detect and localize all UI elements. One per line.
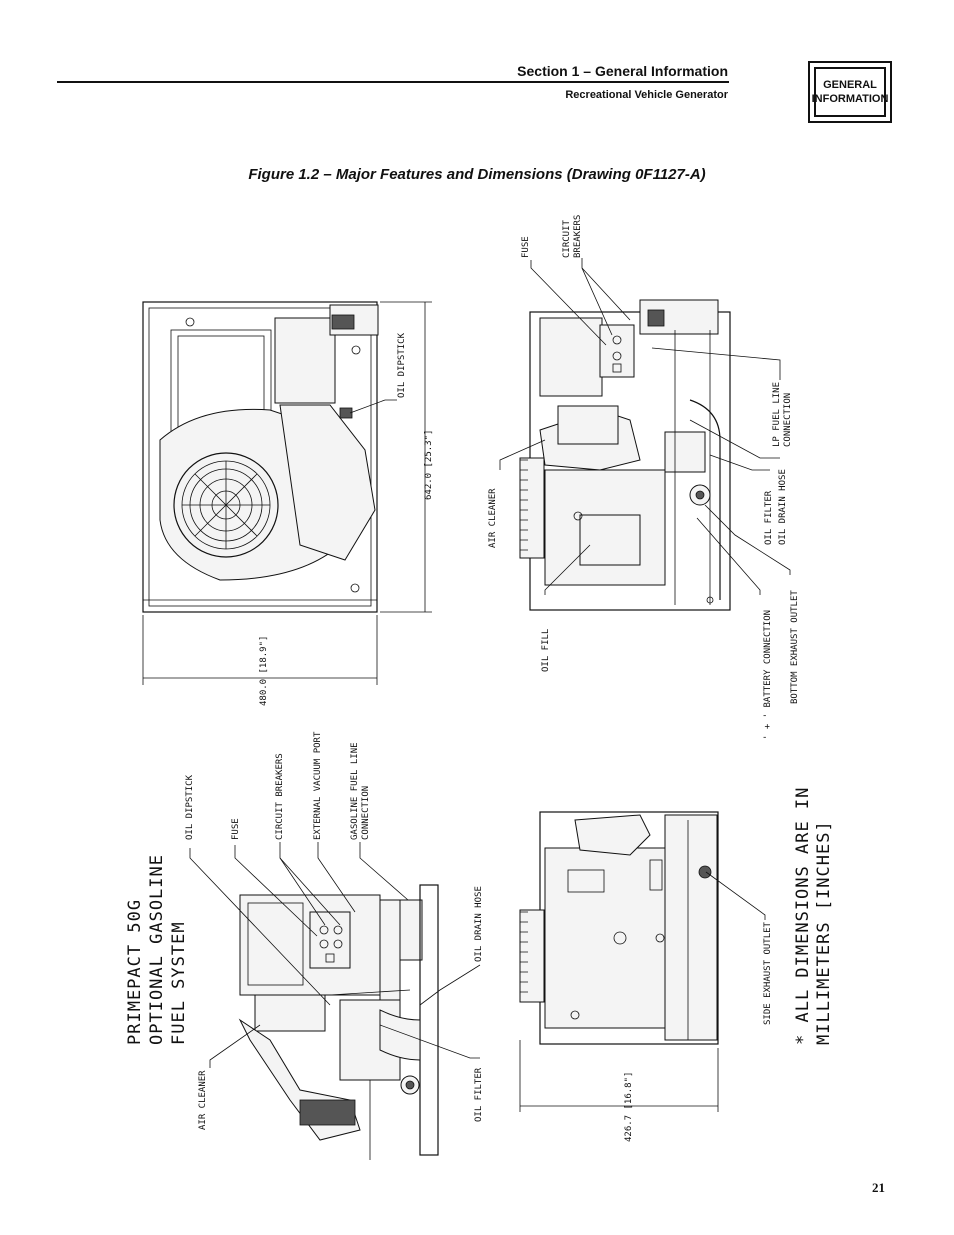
section-tab: GENERAL INFORMATION — [808, 61, 892, 123]
label-oil-dipstick-bl: OIL DIPSTICK — [185, 774, 195, 840]
label-air-cleaner-tr: AIR CLEANER — [488, 488, 498, 548]
dim-width: 480.0 [18.9"] — [259, 636, 269, 706]
label-external-vacuum: EXTERNAL VACUUM PORT — [313, 731, 323, 840]
figure-caption: Figure 1.2 – Major Features and Dimensio… — [248, 166, 706, 183]
tab-label-line2: INFORMATION — [811, 93, 889, 105]
title-line3: FUEL SYSTEM — [169, 921, 189, 1045]
dimensions-note-line1: * ALL DIMENSIONS ARE IN — [793, 787, 813, 1045]
label-oil-dipstick-tl: OIL DIPSTICK — [397, 332, 407, 398]
label-circuit-2-tr: BREAKERS — [573, 215, 583, 258]
header-rule — [57, 81, 729, 83]
bottom-left-view: PRIMEPACT 50G OPTIONAL GASOLINE FUEL SYS… — [125, 731, 484, 1160]
label-gasoline-fuel-2: CONNECTION — [361, 786, 371, 840]
label-fuse-bl: FUSE — [231, 818, 241, 840]
label-circuit-1-tr: CIRCUIT — [562, 219, 572, 258]
label-oil-drain-bl: OIL DRAIN HOSE — [474, 886, 484, 962]
section-subtitle: Recreational Vehicle Generator — [565, 89, 728, 101]
label-lp-fuel-2: CONNECTION — [783, 393, 793, 447]
label-side-exhaust: SIDE EXHAUST OUTLET — [763, 921, 773, 1025]
label-bottom-exhaust: BOTTOM EXHAUST OUTLET — [790, 590, 800, 704]
label-fuse-tr: FUSE — [521, 236, 531, 258]
label-circuit-bl: CIRCUIT BREAKERS — [275, 753, 285, 840]
top-right-view: FUSE CIRCUIT BREAKERS LP FUEL LINE CONNE… — [488, 215, 800, 740]
label-battery-connection: ' + ' BATTERY CONNECTION — [763, 610, 773, 740]
dimensions-note-line2: MILLIMETERS [INCHES] — [814, 820, 834, 1045]
label-gasoline-fuel-1: GASOLINE FUEL LINE — [350, 742, 360, 840]
title-line1: PRIMEPACT 50G — [125, 899, 145, 1045]
section-title: Section 1 – General Information — [517, 63, 728, 79]
tab-label-line1: GENERAL — [823, 79, 877, 91]
label-oil-fill-tr: OIL FILL — [541, 629, 551, 672]
dim-height: 642.0 [25.3"] — [424, 430, 434, 500]
label-air-cleaner-bl: AIR CLEANER — [198, 1070, 208, 1130]
dim-depth: 426.7 [16.8"] — [624, 1072, 634, 1142]
top-left-view: OIL DIPSTICK 642.0 [25.3"] 480.0 [18.9"] — [142, 301, 434, 706]
title-line2: OPTIONAL GASOLINE — [147, 854, 167, 1045]
bottom-right-view: SIDE EXHAUST OUTLET 426.7 [16.8"] * ALL … — [519, 787, 834, 1142]
label-lp-fuel-1: LP FUEL LINE — [772, 382, 782, 447]
label-oil-filter-bl: OIL FILTER — [474, 1067, 484, 1122]
page-number: 21 — [872, 1180, 885, 1195]
label-oil-filter-tr: OIL FILTER — [764, 490, 774, 545]
label-oil-drain-tr: OIL DRAIN HOSE — [778, 469, 788, 545]
